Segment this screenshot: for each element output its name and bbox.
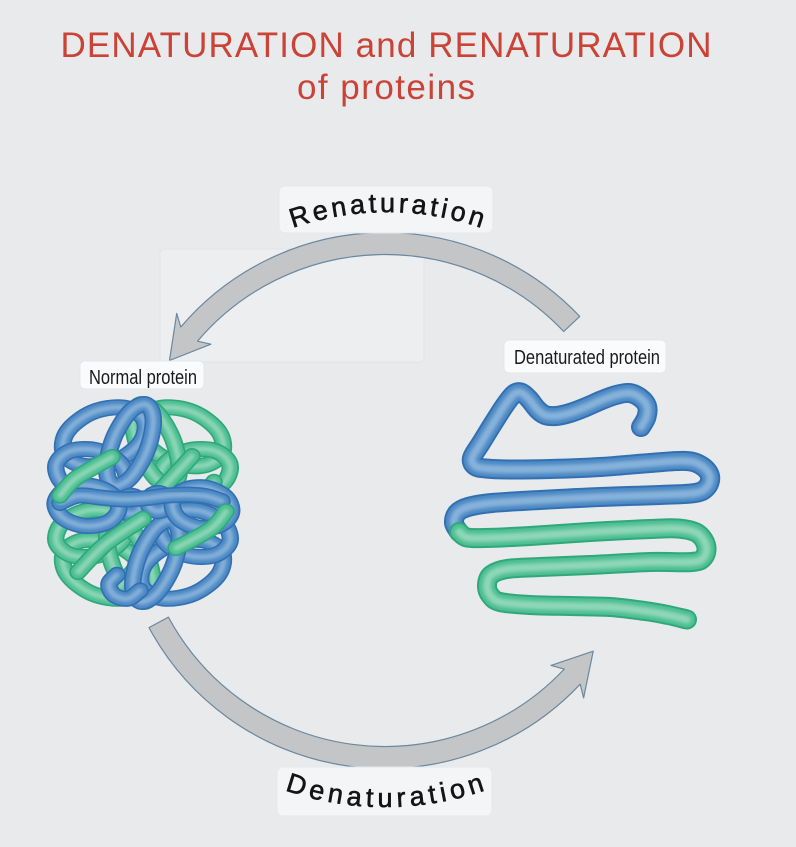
svg-text:Denaturated protein: Denaturated protein [514,347,660,369]
svg-text:of proteins: of proteins [297,68,475,107]
svg-text:Normal protein: Normal protein [89,367,197,389]
svg-text:DENATURATION and RENATURATION: DENATURATION and RENATURATION [61,26,712,65]
